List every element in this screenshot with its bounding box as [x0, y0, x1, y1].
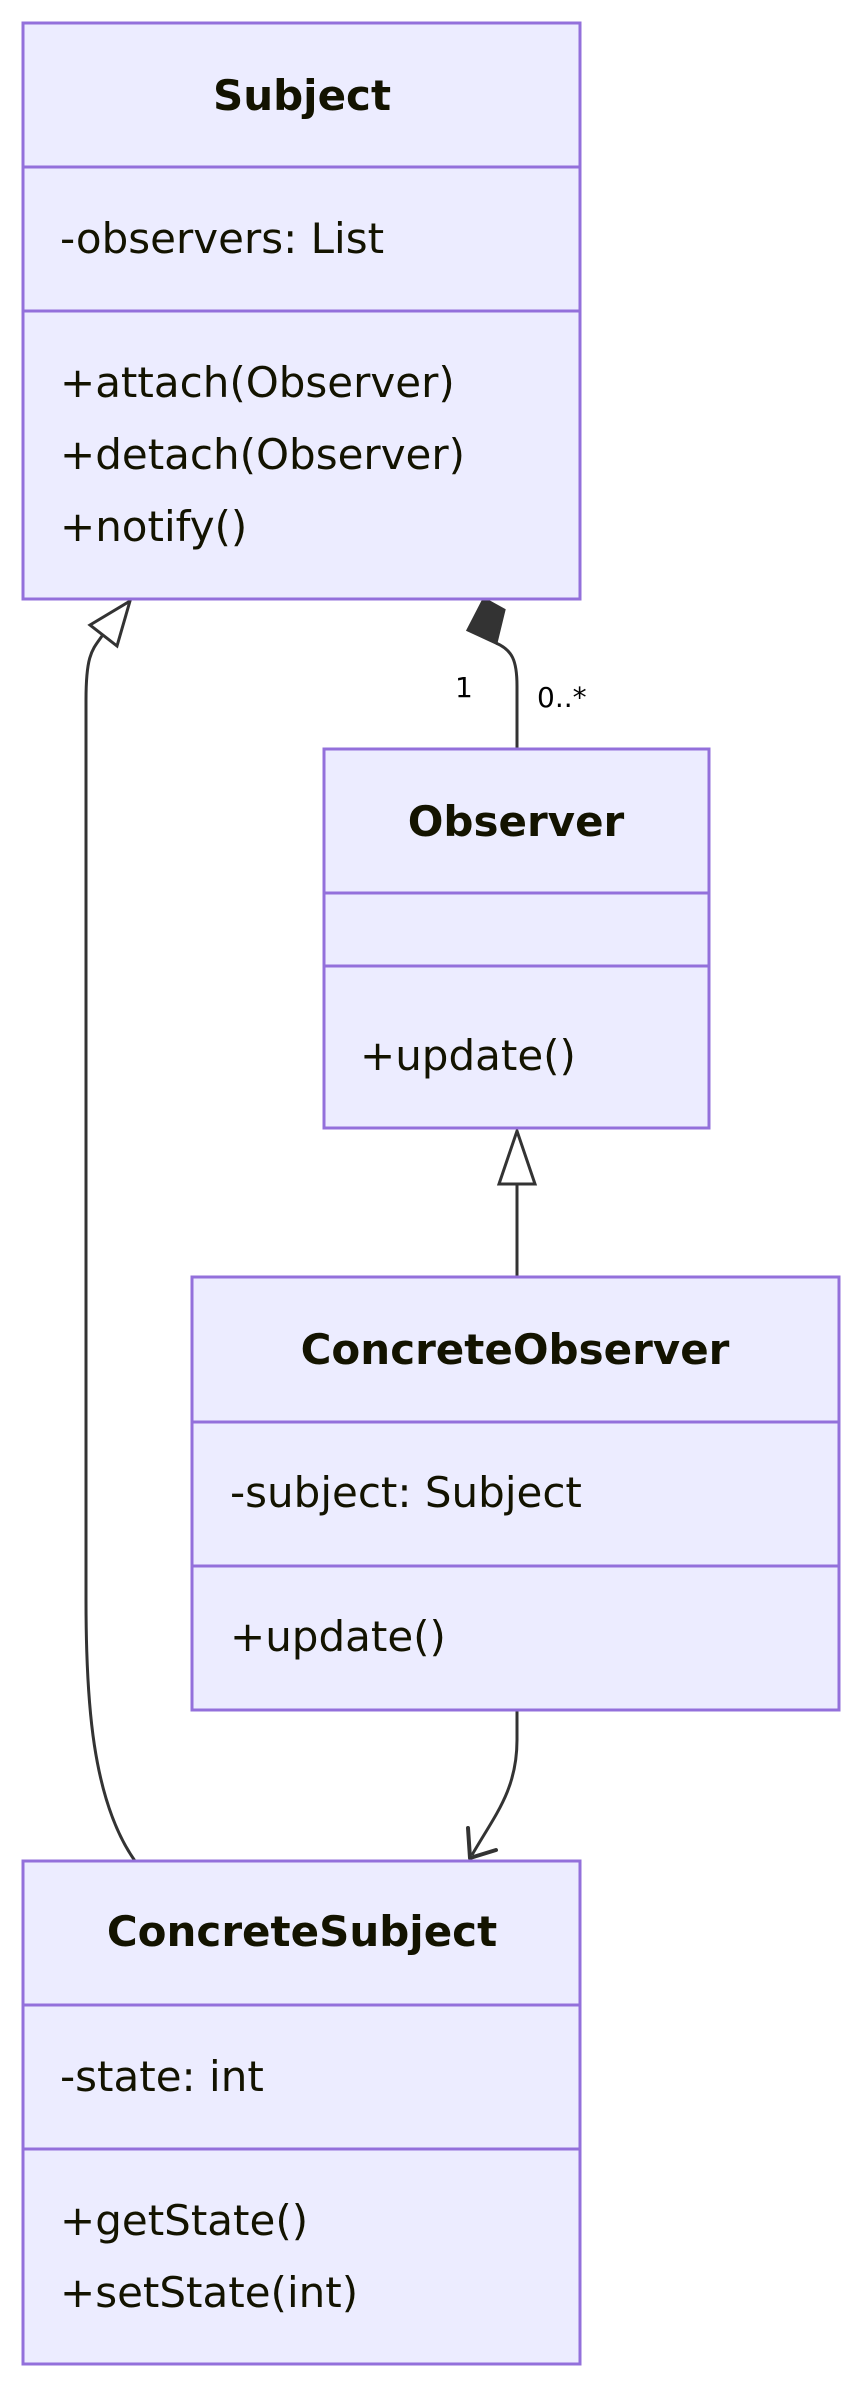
- concrete-observer-to-subject-line: [470, 1710, 519, 1856]
- class-concrete-subject-box: [21, 1859, 582, 2366]
- class-concrete-observer-attribute: -subject: Subject: [230, 1468, 582, 1517]
- class-observer-box: [322, 747, 711, 1130]
- class-subject-method: +attach(Observer): [60, 358, 455, 407]
- observer-inheritance-arrowhead: [496, 1126, 538, 1186]
- class-concrete-subject: ConcreteSubject -state: int +getState() …: [21, 1859, 582, 2366]
- class-concrete-observer-title: ConcreteObserver: [301, 1325, 730, 1374]
- class-concrete-subject-attribute: -state: int: [60, 2052, 264, 2101]
- class-concrete-subject-method: +setState(int): [60, 2268, 358, 2317]
- class-observer: Observer +update(): [322, 747, 711, 1130]
- class-subject-method: +notify(): [60, 502, 247, 551]
- class-concrete-observer-box: [190, 1275, 841, 1712]
- cardinality-source-label: 1: [455, 671, 473, 704]
- class-subject-method: +detach(Observer): [60, 430, 465, 479]
- class-concrete-observer: ConcreteObserver -subject: Subject +upda…: [190, 1275, 841, 1712]
- class-concrete-observer-method: +update(): [230, 1612, 446, 1661]
- subject-inheritance-arrowhead: [87, 597, 133, 649]
- cardinality-target-label: 0..*: [537, 681, 587, 714]
- class-subject-attribute: -observers: List: [60, 214, 384, 263]
- subject-observer-composition-line: [495, 641, 519, 749]
- class-subject: Subject -observers: List +attach(Observe…: [21, 21, 582, 601]
- class-subject-title: Subject: [213, 71, 391, 120]
- association-arrowhead: [466, 1826, 498, 1860]
- class-concrete-subject-title: ConcreteSubject: [107, 1907, 497, 1956]
- class-concrete-subject-method: +getState(): [60, 2196, 308, 2245]
- class-observer-method: +update(): [360, 1031, 576, 1080]
- composition-diamond-marker: [465, 596, 506, 646]
- class-observer-title: Observer: [408, 797, 625, 846]
- subject-concrete-subject-inheritance-line: [84, 635, 137, 1862]
